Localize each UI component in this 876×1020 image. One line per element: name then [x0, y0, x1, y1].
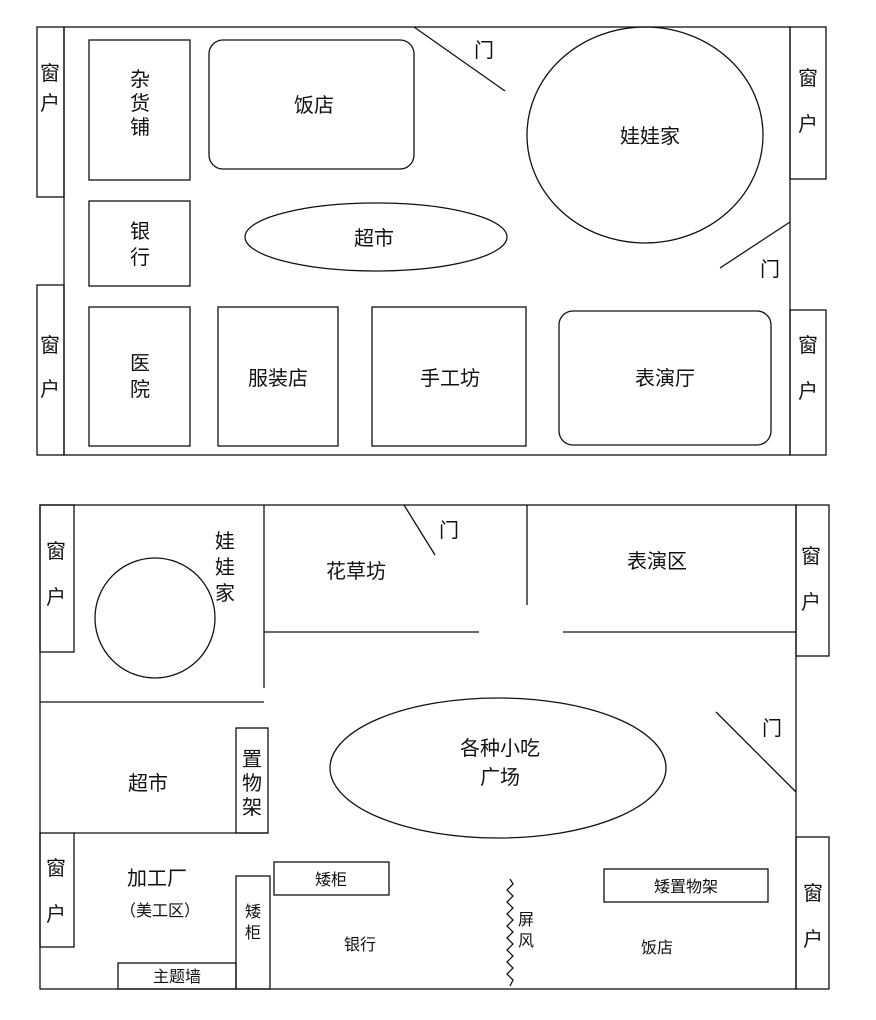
top-bank-label: 银行	[130, 219, 150, 269]
bottom-door-top-line	[403, 504, 436, 556]
bottom-folding-screen	[506, 878, 514, 987]
bottom-theme-wall-label: 主题墙	[153, 967, 201, 986]
top-door-right-label: 门	[760, 257, 780, 281]
bottom-low-cabinet-h-box	[273, 861, 390, 896]
top-door-top-label: 门	[474, 38, 494, 62]
bottom-plan-outline	[39, 504, 797, 990]
top-window-tr	[789, 26, 827, 180]
bottom-low-cabinet-v-label: 矮柜	[245, 902, 261, 942]
bottom-window-bl	[39, 832, 75, 948]
top-window-bl	[36, 284, 65, 456]
top-window-tl	[36, 26, 65, 198]
top-handicraft-label: 手工坊	[420, 366, 480, 390]
top-performance-label: 表演厅	[635, 366, 695, 390]
top-doll-house-label: 娃娃家	[620, 124, 680, 148]
top-supermarket-ellipse	[244, 202, 508, 272]
bottom-supermarket-label: 超市	[128, 771, 168, 795]
bottom-low-shelf-box	[603, 868, 769, 903]
bottom-flower-shop-label: 花草坊	[326, 559, 386, 583]
top-clothing-room	[217, 306, 339, 447]
top-restaurant-room	[208, 39, 415, 170]
bottom-factory-label: 加工厂	[127, 866, 187, 890]
bottom-window-bl-label: 窗户	[46, 856, 66, 926]
top-hospital-label: 医院	[130, 351, 150, 401]
bottom-low-shelf-label: 矮置物架	[654, 877, 718, 896]
top-handicraft-room	[371, 306, 527, 447]
bottom-shelf-label: 置物架	[242, 747, 262, 819]
top-window-bl-label: 窗户	[40, 333, 60, 401]
bottom-restaurant-label: 饭店	[641, 938, 673, 957]
bottom-doll-house-circle	[94, 557, 216, 679]
top-window-br-label: 窗户	[798, 333, 818, 403]
top-restaurant-label: 饭店	[294, 93, 334, 117]
bottom-door-right-line	[715, 711, 797, 793]
bottom-door-right-label: 门	[762, 716, 782, 740]
top-supermarket-label: 超市	[354, 226, 394, 250]
bottom-door-top-label: 门	[439, 518, 459, 542]
top-performance-room	[558, 310, 772, 446]
bottom-screen-label: 屏风	[518, 910, 534, 950]
bottom-window-tr	[795, 504, 830, 657]
top-window-tl-label: 窗户	[40, 61, 60, 115]
top-grocery-room	[88, 39, 191, 181]
bottom-window-br-label: 窗户	[803, 881, 823, 951]
top-hospital-room	[88, 306, 191, 447]
top-grocery-label: 杂货铺	[130, 67, 150, 139]
bottom-doll-house-label: 娃娃家	[215, 529, 235, 605]
top-plan-outline	[63, 26, 791, 456]
bottom-low-cabinet-h-label: 矮柜	[315, 870, 347, 889]
bottom-snack-plaza-label-1: 各种小吃	[460, 736, 540, 760]
top-window-tr-label: 窗户	[798, 66, 818, 136]
bottom-performance-area-label: 表演区	[627, 549, 687, 573]
top-door-top-line	[413, 26, 506, 92]
bottom-art-zone-label: （美工区）	[120, 901, 200, 920]
top-window-br	[789, 309, 827, 456]
bottom-snack-plaza-label-2: 广场	[480, 765, 520, 789]
bottom-snack-plaza-ellipse	[329, 697, 667, 839]
bottom-bank-label: 银行	[344, 935, 376, 954]
bottom-window-tr-label: 窗户	[801, 544, 821, 614]
top-doll-house-circle	[526, 26, 764, 244]
bottom-window-br	[795, 836, 830, 990]
top-clothing-label: 服装店	[248, 366, 308, 390]
top-door-right-line	[719, 221, 791, 269]
top-bank-room	[88, 200, 191, 287]
bottom-theme-wall-box	[117, 962, 237, 990]
bottom-window-tl	[39, 504, 75, 653]
bottom-shelf-box	[235, 727, 269, 834]
bottom-low-cabinet-v-box	[235, 875, 271, 990]
bottom-window-tl-label: 窗户	[46, 539, 66, 609]
